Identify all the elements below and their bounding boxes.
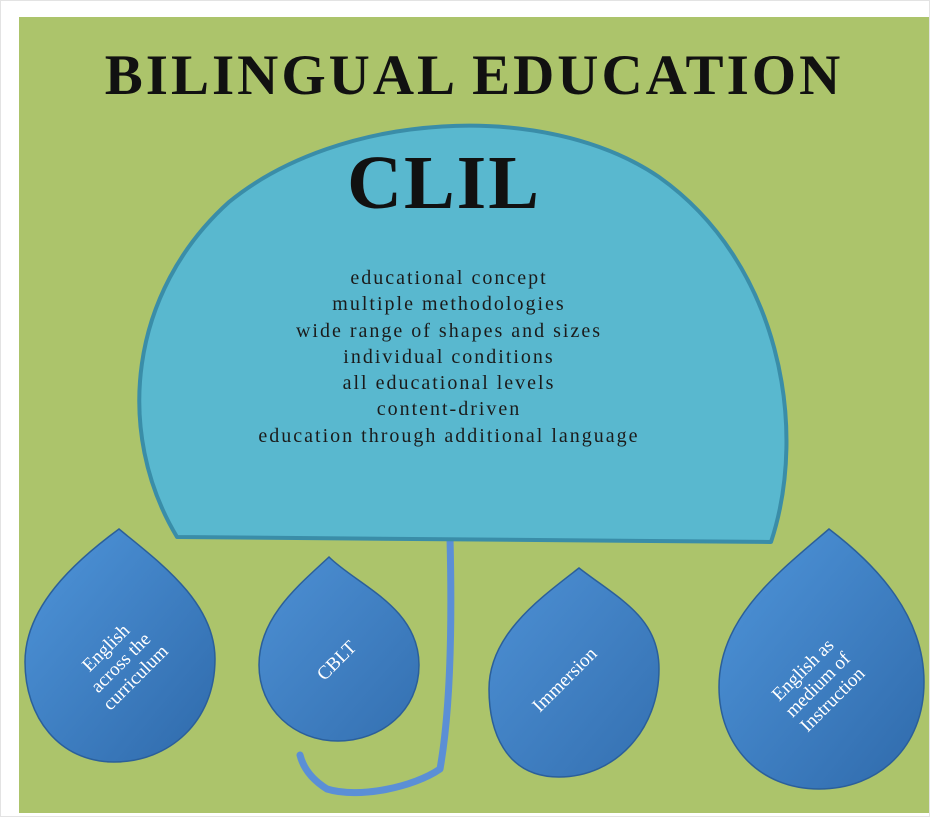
list-item: all educational levels bbox=[342, 372, 556, 395]
drop-english-medium-instruction bbox=[718, 528, 925, 790]
page-title: BILINGUAL EDUCATION bbox=[104, 44, 844, 107]
drop-immersion bbox=[488, 567, 660, 778]
drop-english-across-curriculum bbox=[24, 528, 216, 763]
umbrella-canopy bbox=[137, 123, 789, 544]
list-item: educational concept bbox=[350, 267, 548, 289]
list-item: education through additional language bbox=[258, 424, 640, 447]
drop-cblt bbox=[258, 555, 420, 742]
list-item: multiple methodologies bbox=[332, 293, 566, 316]
umbrella-artwork bbox=[24, 123, 925, 797]
umbrella-heading: CLIL bbox=[347, 141, 541, 225]
list-item: individual conditions bbox=[343, 345, 555, 368]
diagram-panel: BILINGUAL EDUCATION CLIL educational con… bbox=[19, 17, 929, 813]
list-item: content-driven bbox=[376, 398, 522, 421]
list-item: wide range of shapes and sizes bbox=[295, 319, 603, 342]
umbrella-handle bbox=[296, 534, 455, 797]
feature-list: educational concept multiple methodologi… bbox=[169, 265, 729, 449]
